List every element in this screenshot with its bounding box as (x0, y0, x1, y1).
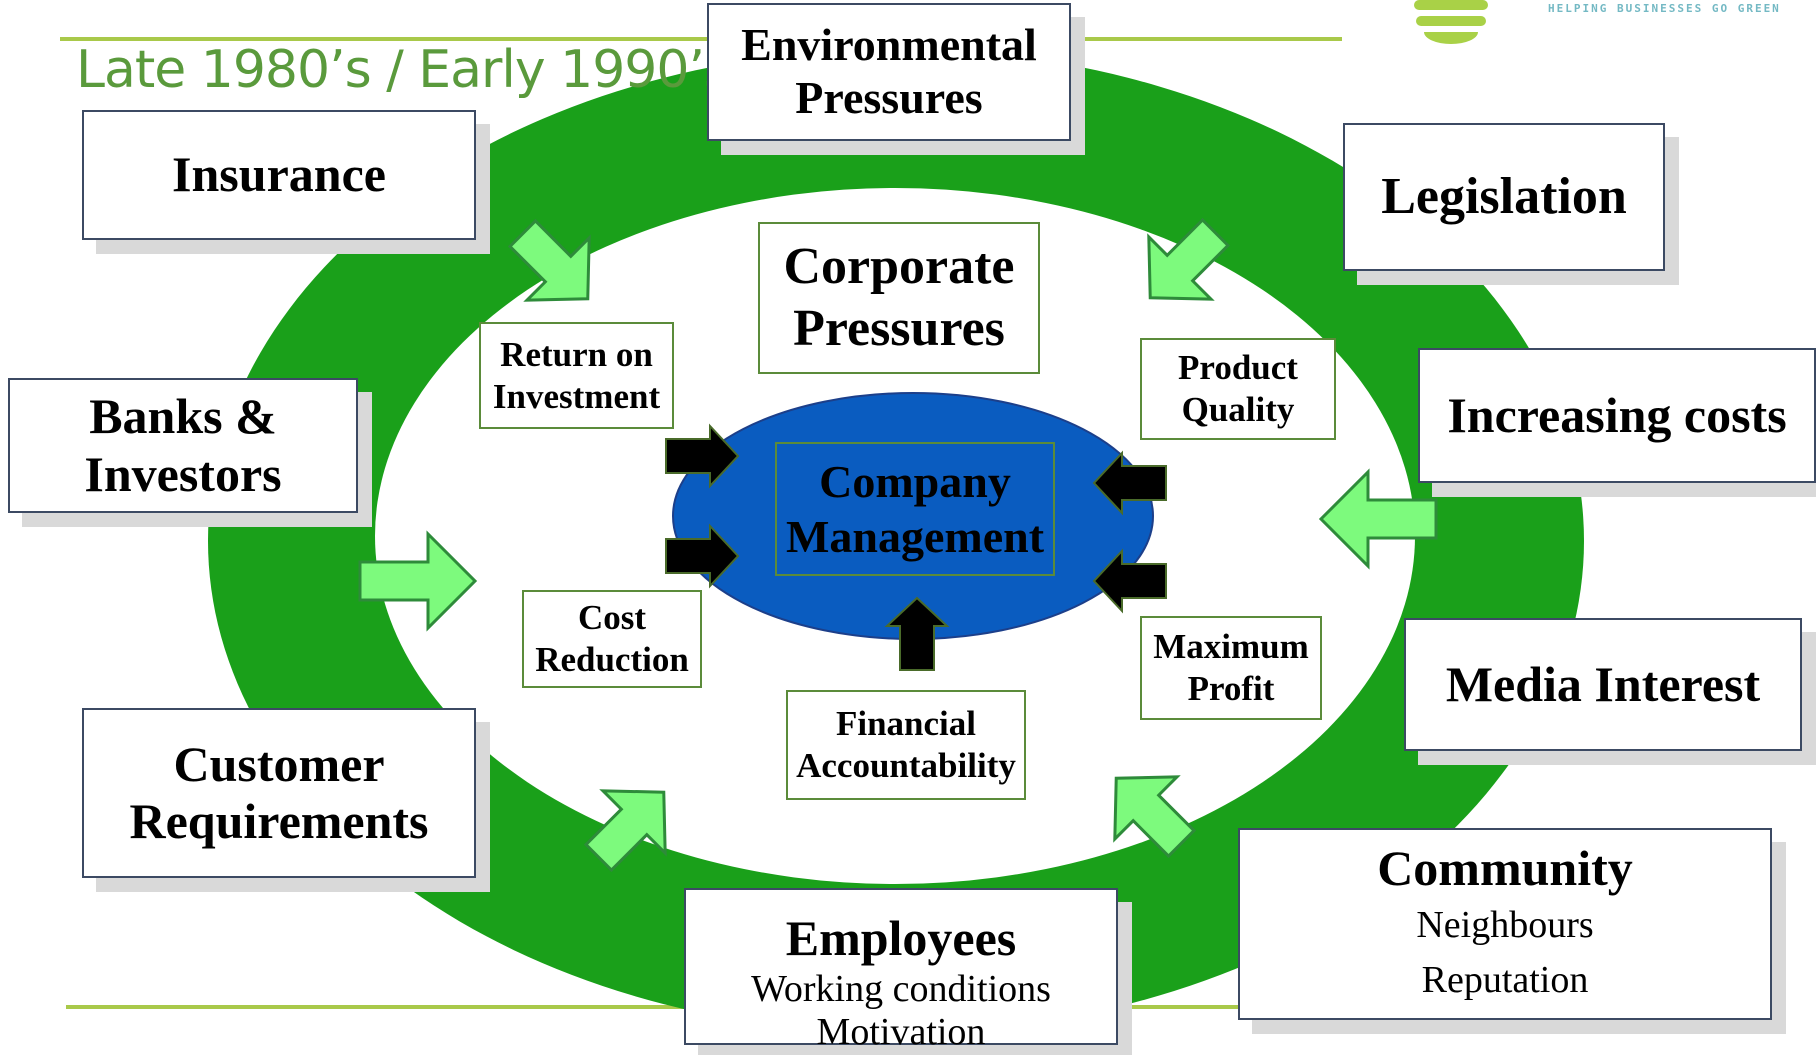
insurance-label: Insurance (172, 146, 386, 203)
arrow-financial (884, 596, 950, 671)
arrow-customer (583, 789, 667, 873)
increasing-costs-box: Increasing costs (1418, 348, 1816, 483)
arrow-cost-reduction (665, 523, 740, 589)
legislation-box: Legislation (1343, 123, 1665, 271)
community-sub2: Reputation (1421, 958, 1589, 1001)
product-quality-line2: Quality (1181, 390, 1295, 429)
community-box: Community Neighbours Reputation (1238, 828, 1772, 1020)
arrow-maximum-profit (1092, 548, 1167, 614)
financial-line2: Accountability (796, 746, 1016, 785)
arrow-community (1113, 775, 1197, 859)
customer-line2: Requirements (129, 793, 429, 849)
environmental-line2: Pressures (795, 72, 983, 123)
banks-line2: Investors (84, 445, 282, 502)
arrow-legislation (1147, 217, 1231, 301)
corporate-line2: Pressures (793, 300, 1005, 357)
arrow-insurance (507, 218, 591, 302)
employees-sub1: Working conditions (751, 967, 1051, 1010)
roi-line1: Return on (500, 334, 653, 374)
financial-accountability-box: Financial Accountability (786, 690, 1026, 800)
logo-tagline: HELPING BUSINESSES GO GREEN (1548, 2, 1781, 15)
media-interest-box: Media Interest (1404, 618, 1802, 751)
banks-line1: Banks & (89, 388, 277, 444)
employees-box: Employees Working conditions Motivation (684, 888, 1118, 1053)
insurance-box: Insurance (82, 110, 476, 240)
arrow-banks (358, 530, 478, 632)
stacked-leaf-logo-icon (1414, 0, 1488, 44)
cost-reduction-line1: Cost (577, 598, 647, 637)
arrow-increasing-costs (1318, 468, 1438, 570)
legislation-label: Legislation (1381, 168, 1627, 226)
slide-title: Late 1980’s / Early 1990’s (76, 40, 731, 100)
environmental-pressures-box: Environmental Pressures (707, 3, 1071, 141)
community-sub1: Neighbours (1416, 903, 1594, 946)
company-management-label: Company Management (775, 442, 1055, 576)
banks-investors-box: Banks & Investors (8, 378, 358, 513)
cost-reduction-box: Cost Reduction (522, 590, 702, 688)
product-quality-line1: Product (1178, 348, 1298, 387)
center-line1: Company (819, 455, 1011, 507)
environmental-line1: Environmental (741, 19, 1037, 71)
community-title: Community (1377, 840, 1633, 897)
customer-requirements-box: Customer Requirements (82, 708, 476, 878)
arrow-roi (665, 423, 740, 489)
maximum-profit-box: Maximum Profit (1140, 616, 1322, 720)
corporate-line1: Corporate (783, 237, 1015, 295)
return-on-investment-box: Return on Investment (479, 322, 674, 429)
maximum-profit-line1: Maximum (1153, 627, 1309, 666)
increasing-costs-label: Increasing costs (1447, 386, 1787, 443)
center-line2: Management (785, 511, 1045, 562)
customer-line1: Customer (173, 735, 385, 792)
cost-reduction-line2: Reduction (535, 640, 689, 679)
employees-title: Employees (785, 910, 1017, 966)
maximum-profit-line2: Profit (1187, 669, 1275, 708)
product-quality-box: Product Quality (1140, 338, 1336, 440)
financial-line1: Financial (835, 704, 977, 743)
corporate-pressures-box: Corporate Pressures (758, 222, 1040, 374)
arrow-product-quality (1092, 450, 1167, 516)
roi-line2: Investment (492, 376, 661, 416)
employees-sub2: Motivation (816, 1011, 986, 1054)
media-interest-label: Media Interest (1445, 655, 1761, 712)
